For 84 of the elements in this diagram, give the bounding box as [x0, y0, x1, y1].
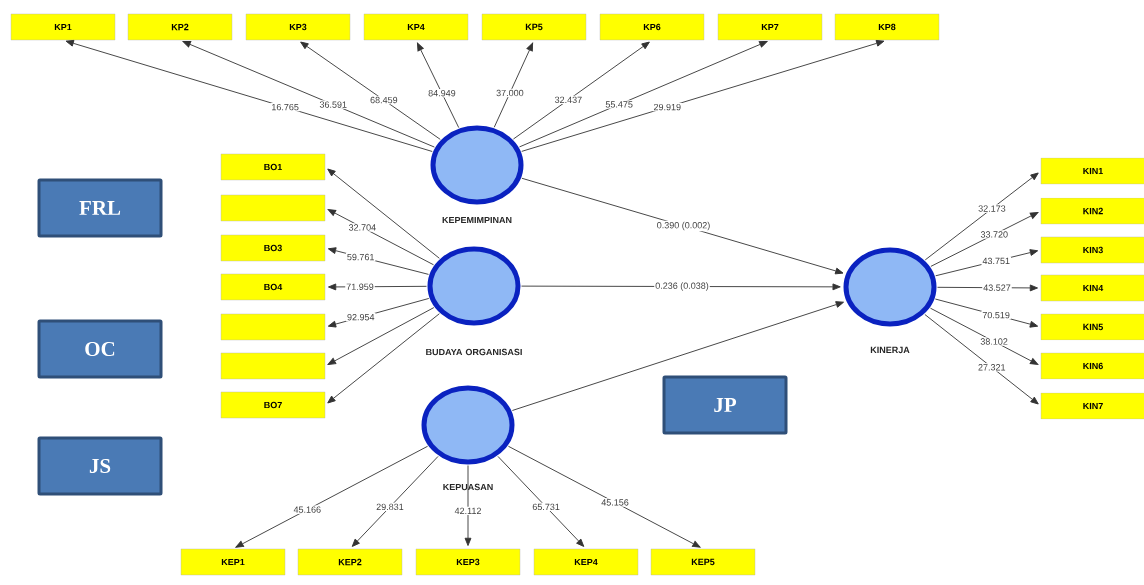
edge-label: 43.527: [982, 283, 1012, 292]
edge-label: 36.591: [318, 100, 348, 109]
indicator-box: KP7: [717, 13, 823, 41]
edge-label: 45.156: [600, 498, 630, 507]
indicator-box: KIN3: [1040, 236, 1144, 264]
edge-label: 33.720: [979, 230, 1010, 239]
indicator-box: KEP3: [415, 548, 521, 576]
edge-label: 45.166: [292, 505, 323, 514]
indicator-box: KEP4: [533, 548, 639, 576]
label-box: JP: [662, 375, 788, 435]
arrow: [521, 177, 844, 275]
arrow: [182, 41, 435, 148]
arrow: [327, 313, 440, 404]
indicator-box: KP4: [363, 13, 469, 41]
indicator-box: [220, 194, 326, 222]
arrow: [351, 455, 439, 547]
indicator-box: KIN6: [1040, 352, 1144, 380]
edge-label: 55.475: [604, 100, 634, 109]
indicator-box: KP2: [127, 13, 233, 41]
variable-name: KINERJA: [870, 346, 910, 354]
indicator-box: KEP5: [650, 548, 756, 576]
indicator-box: KP8: [834, 13, 940, 41]
arrow: [512, 41, 650, 140]
edge-label: 70.519: [981, 310, 1011, 320]
label-box: FRL: [37, 178, 163, 238]
edge-label: 16.765: [270, 102, 300, 112]
edge-label: 29.919: [652, 102, 683, 112]
indicator-box: BO4: [220, 273, 326, 301]
indicator-box: BO3: [220, 234, 326, 262]
arrow: [65, 39, 433, 152]
edge-label: 0.390 (0.002): [655, 220, 712, 232]
arrow: [417, 42, 460, 129]
label-box: OC: [37, 319, 163, 379]
indicator-box: BO1: [220, 153, 326, 181]
edge-label: 84.949: [427, 89, 457, 98]
edge-label: 71.959: [345, 282, 375, 291]
indicator-box: [220, 313, 326, 341]
edge-label: 43.751: [981, 256, 1011, 266]
arrow: [464, 465, 472, 546]
arrow: [235, 445, 429, 548]
label-box: JS: [37, 436, 163, 496]
indicator-box: KP3: [245, 13, 351, 41]
edge-label: 32.704: [347, 223, 378, 232]
arrow: [930, 307, 1039, 365]
indicator-box: KEP1: [180, 548, 286, 576]
variable-name: KEPUASAN: [443, 483, 493, 491]
edge-label: 0.236 (0.038): [654, 281, 710, 292]
edge-label: 68.459: [369, 95, 399, 105]
arrow: [327, 209, 434, 266]
arrow: [511, 301, 844, 411]
indicator-box: [220, 352, 326, 380]
variable-name: KEPEMIMPINAN: [442, 216, 512, 224]
arrow: [519, 41, 768, 148]
edge-label: 42.112: [453, 506, 483, 515]
arrow: [924, 314, 1039, 405]
edge-label: 32.437: [553, 95, 584, 104]
arrow: [497, 455, 585, 547]
edge-label: 38.102: [979, 337, 1009, 346]
edge-label: 59.761: [345, 252, 376, 262]
indicator-box: KEP2: [297, 548, 403, 576]
arrow: [493, 42, 534, 128]
variable-name: BUDAYA ORGANISASI: [426, 348, 522, 356]
edge-label: 92.954: [346, 313, 376, 322]
arrow: [327, 168, 440, 259]
arrow: [521, 40, 885, 152]
edge-label: 32.173: [977, 204, 1007, 213]
arrow: [507, 445, 701, 548]
indicator-box: KIN2: [1040, 197, 1144, 225]
edge-label: 29.831: [375, 502, 405, 512]
indicator-box: BO7: [220, 391, 326, 419]
arrow: [300, 41, 441, 140]
arrow: [924, 172, 1039, 261]
indicator-box: KIN7: [1040, 392, 1144, 420]
arrow: [930, 212, 1039, 267]
indicator-box: KIN5: [1040, 313, 1144, 341]
arrow: [327, 307, 435, 365]
edge-label: 65.731: [531, 502, 561, 512]
indicator-box: KIN1: [1040, 157, 1144, 185]
indicator-box: KP6: [599, 13, 705, 41]
indicator-box: KIN4: [1040, 274, 1144, 302]
indicator-box: KP1: [10, 13, 116, 41]
edge-label: 37.000: [495, 88, 525, 98]
indicator-box: KP5: [481, 13, 587, 41]
edge-label: 27.321: [977, 363, 1007, 372]
